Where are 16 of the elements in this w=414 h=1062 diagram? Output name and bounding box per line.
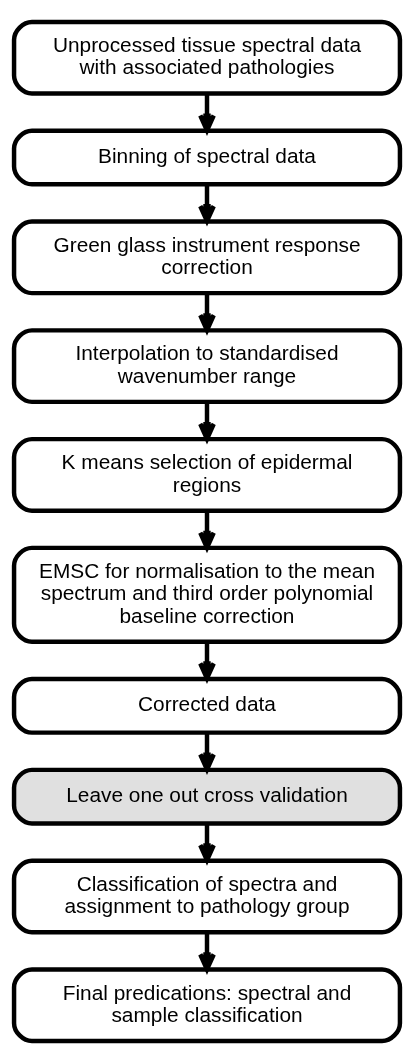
node-box: Leave one out cross validation [11,767,403,826]
arrow [198,93,216,133]
node-box: Green glass instrument response correction [11,218,403,295]
arrow [198,932,216,972]
node-box: Final predications: spectral and sample classification [11,966,403,1043]
node-box: K means selection of epidermal regions [11,436,403,513]
arrow [198,510,216,550]
arrow [198,641,216,681]
arrow [198,823,216,863]
arrow [198,732,216,772]
node-box: Corrected data [11,676,403,735]
node-box: Unprocessed tissue spectral data with associated pathologies [11,19,403,96]
node-box: Binning of spectral data [11,128,403,187]
node-box: EMSC for normalisation to the mean spectrum and third order polynomial baseline correction [11,545,403,644]
node-box: Classification of spectra and assignment to pathology group [11,858,403,934]
node-box: Interpolation to standardised wavenumber range [11,327,403,404]
